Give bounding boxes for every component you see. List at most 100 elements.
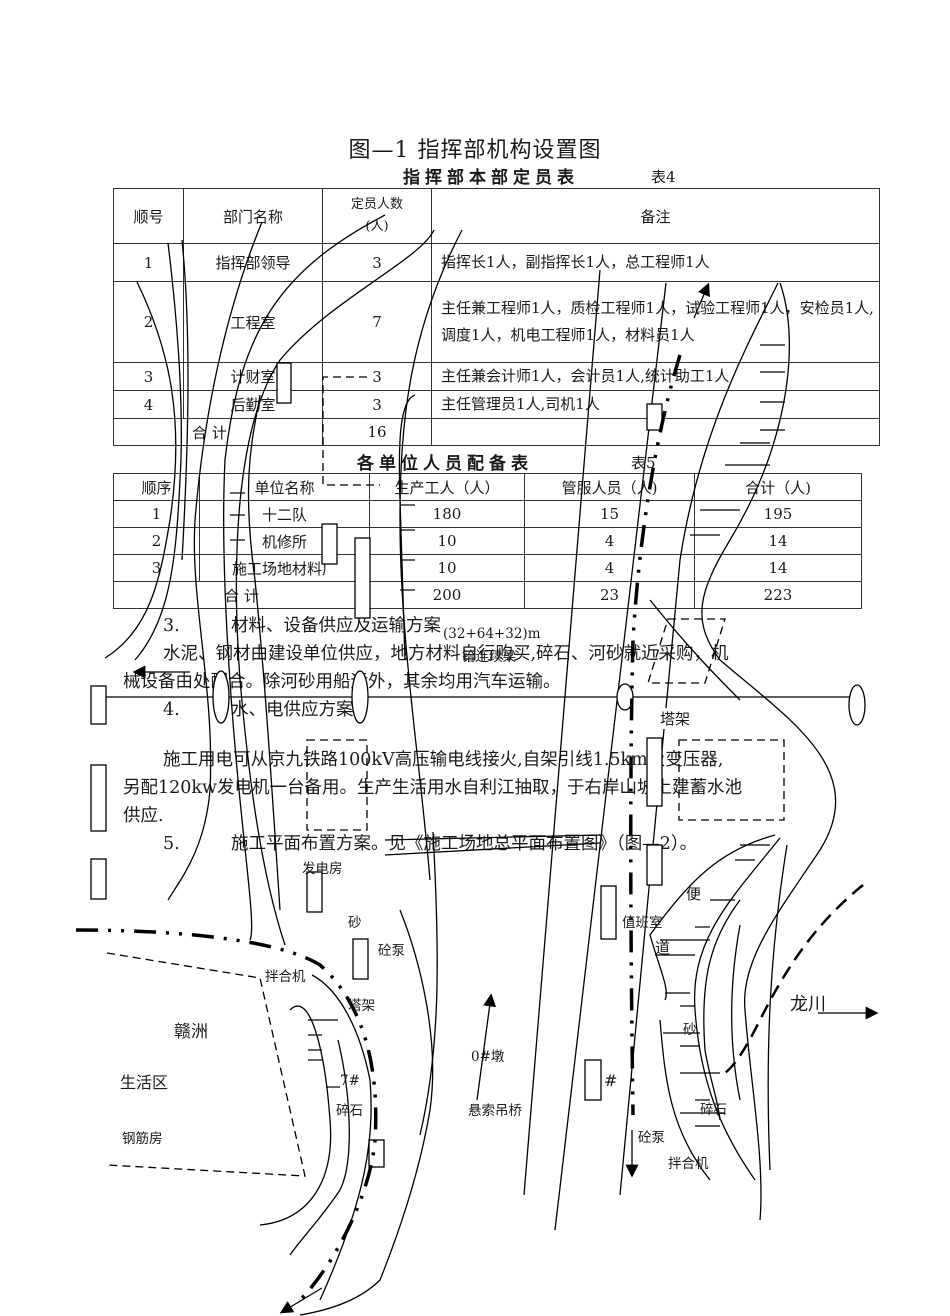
building-rect: [90, 685, 107, 725]
table-row: 2 机修所 10 4 14: [113, 527, 862, 555]
building-rect: [584, 1059, 602, 1101]
section3-text-line1: 水泥、钢材由建设单位供应，地方材料自行购买,碎石、河砂就近采购，机: [163, 644, 729, 664]
table5-header-staff: 管服人员（人): [524, 473, 695, 501]
table-row: 3 计财室 3 主任兼会计师1人，会计员1人,统计助工1人: [113, 362, 880, 391]
section3-number: 3.: [163, 616, 180, 636]
table5-header-row: 顺序 单位名称 生产工人（人） 管服人员（人) 合计（人): [113, 473, 862, 501]
table5-total-label: 合 计: [113, 581, 370, 609]
table4-cell-dept: 后勤室: [183, 390, 323, 419]
table4-total-label: 合 计: [113, 418, 323, 446]
table5-cell-total: 195: [694, 500, 862, 528]
table5-header-unit: 单位名称: [199, 473, 370, 501]
table4-cell-no: 1: [113, 243, 184, 282]
table5-cell-workers: 10: [369, 554, 525, 582]
table4-cell-count: 3: [322, 390, 432, 419]
table5-cell-total: 14: [694, 527, 862, 555]
table5-cell-staff: 4: [524, 554, 695, 582]
building-rect: [90, 858, 107, 900]
table5-cell-unit: 施工场地材料厂: [199, 554, 370, 582]
table5-header-no: 顺序: [113, 473, 200, 501]
table4-cell-note: 主任兼工程师1人，质检工程师1人，试验工程师1人，安检员1人,调度1人，机电工程…: [431, 281, 880, 363]
table5-header-workers: 生产工人（人）: [369, 473, 525, 501]
figure-title: 图—1 指挥部机构设置图: [348, 138, 602, 163]
table4-total-row: 合 计 16: [113, 418, 880, 446]
table5-cell-staff: 15: [524, 500, 695, 528]
label-longchuan: 龙川: [790, 994, 826, 1015]
table-row: 1 指挥部领导 3 指挥长1人，副指挥长1人，总工程师1人: [113, 243, 880, 282]
section3-title: 材料、设备供应及运输方案: [231, 616, 441, 636]
table4-header-note: 备注: [431, 188, 880, 244]
table-row: 2 工程室 7 主任兼工程师1人，质检工程师1人，试验工程师1人，安检员1人,调…: [113, 281, 880, 363]
label-gravel-left: 碎石: [336, 1103, 363, 1119]
riverbank-line: [419, 831, 438, 1136]
section5-text: 施工平面布置方案。见《施工场地总平面布置图》（图—2）。: [231, 834, 698, 854]
pump-rect: [352, 938, 369, 980]
table4-total-count: 16: [322, 418, 432, 446]
riverbank-line: [693, 837, 781, 1181]
table-row: 4 后勤室 3 主任管理员1人,司机1人: [113, 390, 880, 419]
label-tower-top: 塔架: [660, 708, 691, 729]
riverbank-line: [311, 974, 372, 1301]
table5-cell-total: 14: [694, 554, 862, 582]
section5-number: 5.: [163, 834, 180, 854]
label-suspension-bridge: 悬索吊桥: [468, 1103, 522, 1119]
label-hash-right: #: [604, 1071, 618, 1090]
table4-cell-count: 3: [322, 243, 432, 282]
label-ganzhou: 赣洲: [174, 1022, 208, 1042]
label-sand-left: 砂: [348, 915, 362, 931]
label-living-area: 生活区: [120, 1073, 169, 1092]
section4-title: 水、电供应方案: [231, 700, 354, 720]
label-sand-right: 砂: [683, 1022, 697, 1038]
longchuan-boundary: [724, 884, 864, 1074]
section4-text-line1: 施工用电可从京九铁路100kV高压输电线接火,自架引线1.5km及变压器,: [163, 750, 724, 770]
table4-total-note: [431, 418, 880, 446]
table5-cell-no: 2: [113, 527, 200, 555]
label-road-1: 便: [686, 885, 702, 903]
table5-cell-unit: 机修所: [199, 527, 370, 555]
table5-cell-workers: 180: [369, 500, 525, 528]
table5-cell-unit: 十二队: [199, 500, 370, 528]
label-road-2: 道: [655, 939, 671, 957]
riverbank-line: [767, 844, 788, 1171]
table4-header-count: 定员人数 (人): [322, 188, 432, 244]
label-bridge-span: (32+64+32)m: [443, 626, 541, 642]
table4-cell-no: 4: [113, 390, 184, 419]
duty-room-rect: [600, 885, 617, 940]
table5-total-staff: 23: [524, 581, 695, 609]
riverbank-line: [731, 924, 741, 1101]
centerline: [75, 928, 378, 1302]
arrow-southwest: [279, 1287, 323, 1314]
insulator-ellipse: [848, 684, 866, 726]
table4-header-dept: 部门名称: [183, 188, 323, 244]
table-row: 1 十二队 180 15 195: [113, 500, 862, 528]
table5-cell-staff: 4: [524, 527, 695, 555]
table5-total-row: 合 计 200 23 223: [113, 581, 862, 609]
riverbank-line: [703, 899, 741, 1121]
building-rect: [90, 764, 107, 832]
table4-cell-note: 主任兼会计师1人，会计员1人,统计助工1人: [431, 362, 880, 391]
generator-room-rect: [306, 871, 323, 913]
section3-text-line2: 械设备由处配合。除河砂用船运外，其余均用汽车运输。: [123, 672, 561, 692]
riverbank-line: [259, 1005, 332, 1226]
table4-cell-count: 7: [322, 281, 432, 363]
riverbank-line: [299, 909, 434, 1316]
label-pier-7: 7#: [340, 1073, 360, 1089]
table5: 顺序 单位名称 生产工人（人） 管服人员（人) 合计（人) 1 十二队 180 …: [113, 473, 862, 609]
table4-cell-note: 主任管理员1人,司机1人: [431, 390, 880, 419]
table4-cell-dept: 指挥部领导: [183, 243, 323, 282]
table4-header-count-line2: (人): [365, 219, 389, 234]
section4-text-line3: 供应.: [123, 806, 164, 826]
table4-number: 表4: [651, 168, 676, 186]
section4-text-line2: 另配120kw发电机一台备用。生产生活用水自利江抽取，于右岸山坡上建蓄水池: [123, 778, 742, 798]
table4-cell-note: 指挥长1人，副指挥长1人，总工程师1人: [431, 243, 880, 282]
label-rebar-room: 钢筋房: [122, 1131, 163, 1147]
building-rect: [368, 1139, 385, 1168]
table4-title: 指挥部本部定员表: [403, 168, 579, 188]
label-gravel-right: 碎石: [700, 1102, 727, 1118]
table5-total-total: 223: [694, 581, 862, 609]
insulator-ellipse: [616, 683, 634, 711]
table5-cell-no: 3: [113, 554, 200, 582]
label-mixer-right: 拌合机: [668, 1156, 709, 1172]
label-pump-left: 砼泵: [378, 943, 405, 959]
table5-header-total: 合计（人): [694, 473, 862, 501]
